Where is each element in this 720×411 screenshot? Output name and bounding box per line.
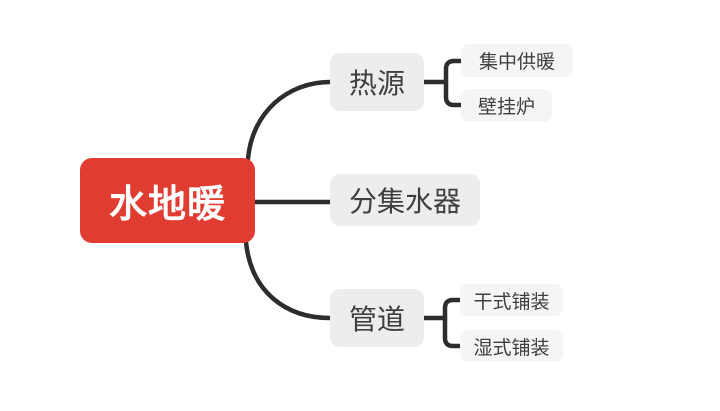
leaf-node-wall-hung-boiler[interactable]: 壁挂炉 (461, 89, 552, 122)
root-node[interactable]: 水地暖 (80, 158, 255, 243)
connector-heat-bracket (443, 58, 464, 108)
leaf-node-central-heating[interactable]: 集中供暖 (461, 44, 573, 77)
branch-node-heat-source[interactable]: 热源 (330, 53, 424, 111)
connector-root-to-heat (245, 79, 333, 162)
connector-pipes-bracket (442, 297, 463, 349)
branch-node-pipes[interactable]: 管道 (330, 289, 424, 347)
connector-root-to-pipes (243, 239, 333, 321)
leaf-node-wet-installation[interactable]: 湿式铺装 (460, 330, 563, 362)
branch-node-manifold[interactable]: 分集水器 (330, 174, 480, 226)
leaf-node-dry-installation[interactable]: 干式铺装 (460, 284, 563, 316)
